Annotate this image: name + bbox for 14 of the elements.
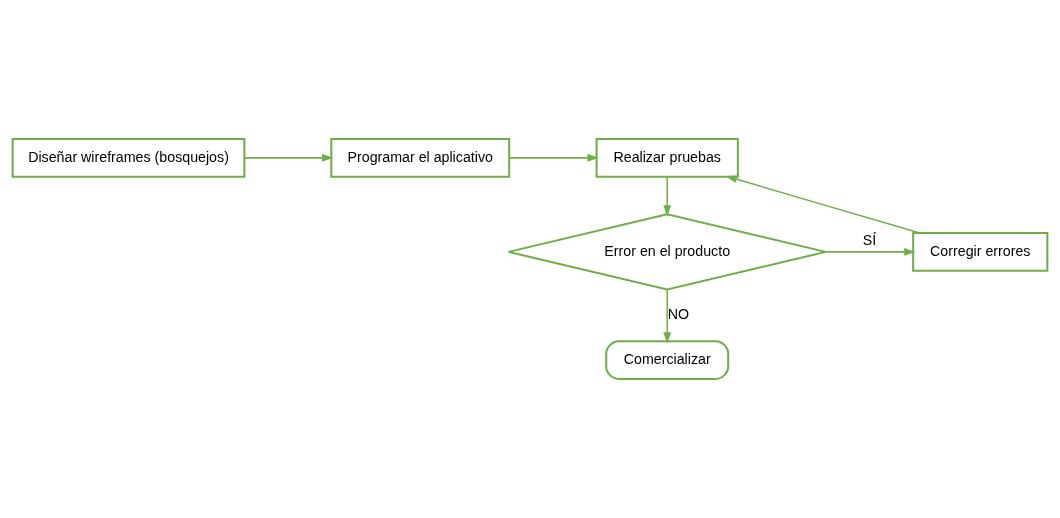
- node-box: Diseñar wireframes (bosquejos): [11, 138, 246, 178]
- arrow: [825, 247, 916, 256]
- arrow: [663, 289, 672, 344]
- node-box: Corregir errores: [912, 232, 1049, 272]
- arrow: [243, 153, 334, 162]
- arrow: [508, 153, 599, 162]
- edge-label: SÍ: [862, 231, 877, 248]
- node-box: Programar el aplicativo: [330, 138, 511, 178]
- edge-label: NO: [667, 306, 690, 323]
- node-diamond: Error en el producto: [507, 213, 827, 291]
- arrow: [725, 175, 921, 234]
- node-box: Comercializar: [605, 340, 730, 380]
- node-box: Realizar pruebas: [595, 138, 739, 178]
- arrow: [663, 176, 672, 217]
